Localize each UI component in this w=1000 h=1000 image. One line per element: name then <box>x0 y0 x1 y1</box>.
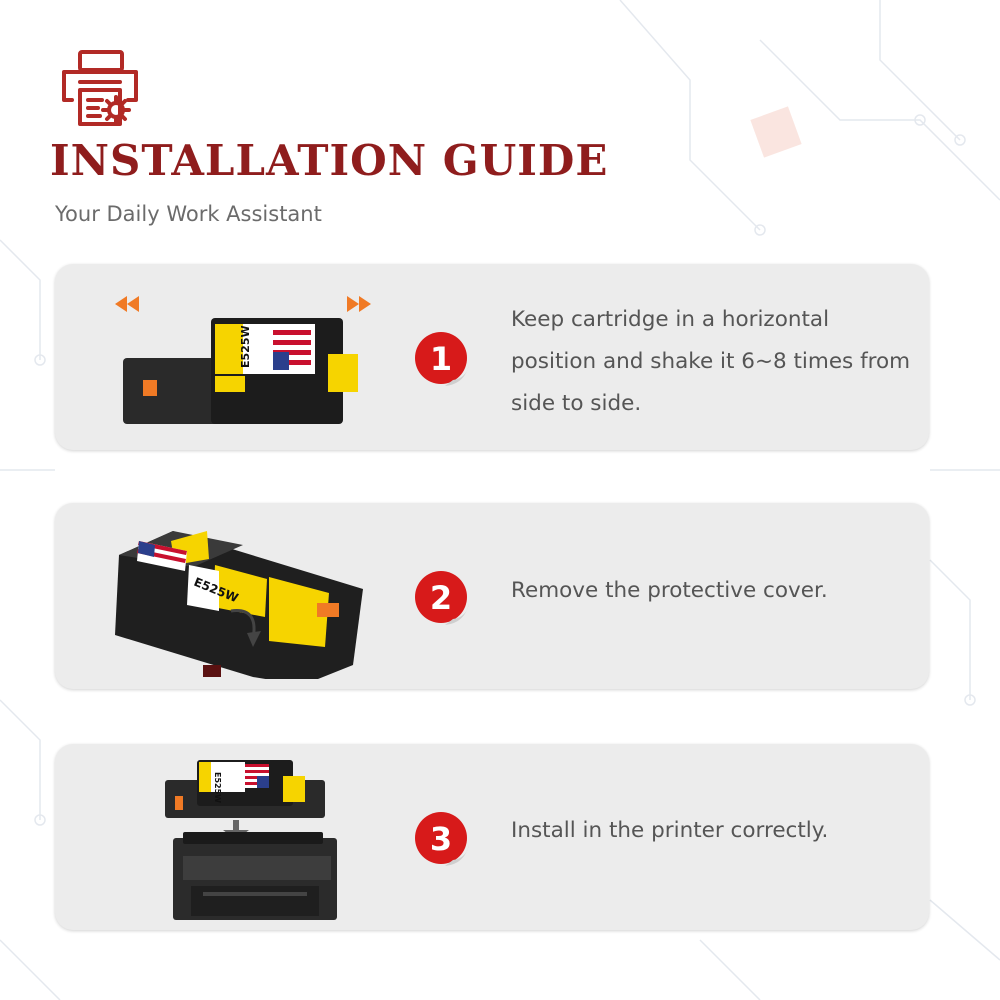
us-flag-icon <box>273 330 311 370</box>
page-title: INSTALLATION GUIDE <box>50 136 609 185</box>
printer-gear-icon <box>62 50 138 126</box>
left-arrow-icon <box>115 296 139 312</box>
step-3-badge-icon: 3 <box>415 812 469 866</box>
step-3-number: 3 <box>430 820 452 858</box>
step-1-badge-icon: 1 <box>415 332 469 386</box>
step-1-text: Keep cartridge in a horizontal position … <box>511 307 911 416</box>
install-printer-illustration: E525W <box>165 760 337 920</box>
cartridge-label: E525W <box>239 325 252 368</box>
step-card-2: E525W 2 Remove the protective cover. <box>55 503 929 689</box>
shake-cartridge-illustration: E525W <box>115 296 371 424</box>
right-arrow-icon <box>347 296 371 312</box>
step-1-number: 1 <box>430 340 452 378</box>
step-2-number: 2 <box>430 579 452 617</box>
step-2-badge-icon: 2 <box>415 571 469 625</box>
page-subtitle: Your Daily Work Assistant <box>55 202 322 226</box>
step-3-text: Install in the printer correctly. <box>511 818 829 843</box>
us-flag-icon <box>137 541 187 571</box>
step-card-3: E525W 3 Install in the printer correctly… <box>55 744 929 930</box>
remove-cover-illustration: E525W <box>115 531 363 679</box>
step-2-text: Remove the protective cover. <box>511 578 828 603</box>
cartridge-label: E525W <box>213 772 222 803</box>
us-flag-icon <box>245 764 269 788</box>
step-card-1: E525W 1 Keep cartridge in a horizontal p… <box>55 264 929 450</box>
